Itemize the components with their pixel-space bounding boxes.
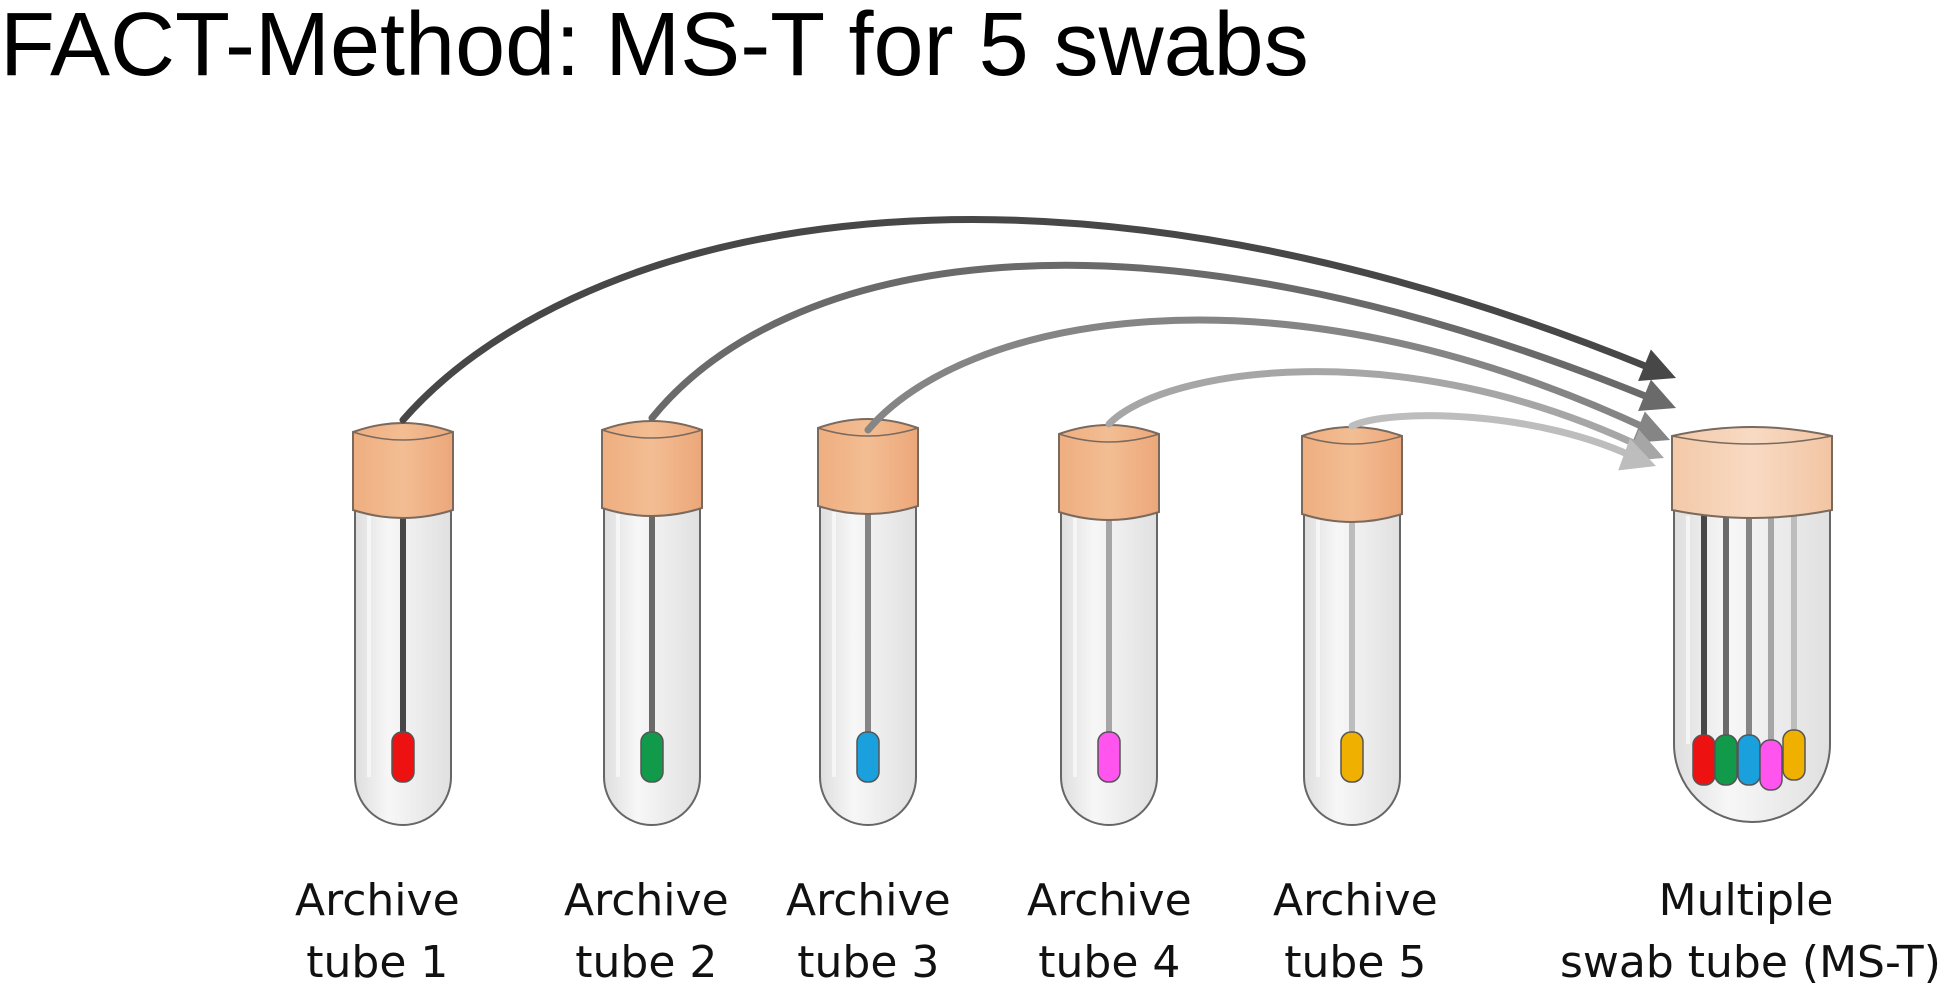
archive-tube-1-label-line1: Archive bbox=[295, 875, 460, 926]
arrow-2-line bbox=[648, 261, 1664, 422]
archive-tube-4-label: Archive tube 4 bbox=[1027, 870, 1192, 994]
archive-tube-1-label: Archive tube 1 bbox=[295, 870, 460, 994]
archive-tube-4 bbox=[1058, 424, 1160, 826]
archive-tube-2-label: Archive tube 2 bbox=[564, 870, 729, 994]
arrow-2 bbox=[648, 261, 1676, 422]
arrow-3-line bbox=[864, 316, 1658, 436]
archive-tube-4-cap-rim bbox=[1058, 433, 1160, 443]
archive-tube-2-label-line1: Archive bbox=[564, 875, 729, 926]
arrow-5-line bbox=[1348, 412, 1644, 464]
ms-tube-cap bbox=[1671, 426, 1833, 519]
archive-tube-2-cap-rim bbox=[601, 429, 703, 439]
ms-tube-swab-tip-3 bbox=[1737, 734, 1761, 786]
archive-tube-2-swab-tip bbox=[640, 731, 664, 783]
archive-tube-3-label-line2: tube 3 bbox=[797, 937, 940, 988]
archive-tube-5-cap bbox=[1301, 426, 1403, 523]
archive-tube-1-cap-rim bbox=[352, 431, 454, 441]
archive-tube-1-cap bbox=[352, 422, 454, 519]
archive-tube-5-label-line2: tube 5 bbox=[1284, 937, 1427, 988]
archive-tube-4-swab-tip bbox=[1097, 731, 1121, 783]
archive-tube-2-cap bbox=[601, 420, 703, 517]
ms-tube-swab-tip-4 bbox=[1759, 739, 1783, 791]
archive-tube-3-cap-rim bbox=[817, 427, 919, 437]
archive-tube-5 bbox=[1301, 426, 1403, 826]
ms-tube-swab-tip-2 bbox=[1714, 734, 1738, 786]
ms-tube-label: Multiple swab tube (MS-T) bbox=[1560, 870, 1938, 994]
archive-tube-3-label: Archive tube 3 bbox=[786, 870, 951, 994]
archive-tube-2-label-line2: tube 2 bbox=[575, 937, 718, 988]
archive-tube-5-label: Archive tube 5 bbox=[1273, 870, 1438, 994]
archive-tube-4-label-line2: tube 4 bbox=[1038, 937, 1181, 988]
archive-tube-1-swab-tip bbox=[391, 731, 415, 783]
ms-tube-swab-tip-1 bbox=[1692, 734, 1716, 786]
arrow-3 bbox=[864, 316, 1670, 444]
archive-tube-3-label-line1: Archive bbox=[786, 875, 951, 926]
arrow-1 bbox=[399, 216, 1676, 424]
archive-tube-3 bbox=[817, 418, 919, 826]
ms-tube-label-line1: Multiple bbox=[1658, 875, 1834, 926]
archive-tube-2 bbox=[601, 420, 703, 826]
ms-tube-cap-rim bbox=[1671, 435, 1833, 445]
arrow-2-head bbox=[1638, 379, 1676, 412]
archive-tube-4-cap bbox=[1058, 424, 1160, 521]
archive-tube-5-swab-tip bbox=[1340, 731, 1364, 783]
arrow-4-line bbox=[1105, 368, 1652, 454]
arrow-1-line bbox=[399, 216, 1664, 424]
arrow-5-head bbox=[1618, 438, 1656, 471]
archive-tube-4-label-line1: Archive bbox=[1027, 875, 1192, 926]
archive-tube-1-label-line2: tube 1 bbox=[306, 937, 449, 988]
ms-tube-swab-tip-5 bbox=[1782, 729, 1806, 781]
arrow-1-head bbox=[1638, 349, 1676, 382]
ms-tube bbox=[1671, 426, 1833, 823]
arrow-5 bbox=[1348, 412, 1656, 471]
ms-tube-label-line2: swab tube (MS-T) bbox=[1560, 937, 1938, 988]
archive-tube-3-swab-tip bbox=[856, 731, 880, 783]
archive-tube-5-label-line1: Archive bbox=[1273, 875, 1438, 926]
archive-tube-5-cap-rim bbox=[1301, 435, 1403, 445]
diagram-title: FACT-Method: MS-T for 5 swabs bbox=[0, 0, 1309, 95]
archive-tube-3-cap bbox=[817, 418, 919, 515]
archive-tube-1 bbox=[352, 422, 454, 826]
